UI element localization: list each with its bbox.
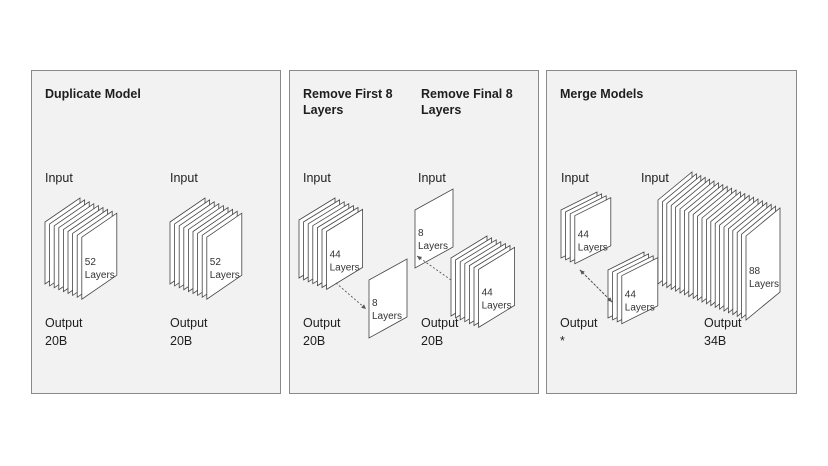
layer-sheet — [745, 207, 781, 321]
layer-count-value: 52 — [210, 257, 222, 268]
layer-sheet — [478, 246, 515, 329]
dashed-arrow-line — [335, 282, 367, 310]
input-label: Input — [170, 171, 198, 185]
model-size: * — [560, 334, 565, 348]
layer-count-value: 44 — [578, 229, 590, 240]
layer-count-value: 8 — [372, 298, 378, 309]
layer-sheet — [326, 208, 364, 291]
panel-title-remove-final-line2: Layers — [421, 103, 462, 117]
output-label: Output — [560, 316, 598, 330]
panel-title-remove-first: Remove First 8 — [303, 87, 393, 101]
model-size: 20B — [45, 334, 68, 348]
layer-sheet — [414, 188, 454, 269]
layer-count-value: 52 — [85, 257, 97, 268]
layer-count-unit: Layers — [418, 241, 448, 252]
model-size: 20B — [303, 334, 326, 348]
output-label: Output — [303, 316, 341, 330]
panel-title-merge-models: Merge Models — [560, 87, 644, 101]
layer-sheet — [81, 212, 118, 300]
model-size: 20B — [170, 334, 193, 348]
arrow-head — [361, 304, 366, 309]
layer-count-value: 8 — [418, 228, 424, 239]
output-label: Output — [704, 316, 742, 330]
panel-title-duplicate-model: Duplicate Model — [45, 87, 141, 101]
dashed-arrow-line — [579, 269, 613, 303]
arrow-head — [580, 270, 585, 275]
layer-sheet — [621, 257, 659, 325]
layer-count-unit: Layers — [749, 279, 779, 290]
input-label: Input — [641, 171, 669, 185]
dashed-arrow-line — [416, 255, 452, 281]
panel-title-remove-first-line2: Layers — [303, 103, 344, 117]
layer-count-value: 44 — [482, 288, 494, 299]
layer-count-value: 44 — [330, 250, 342, 261]
output-label: Output — [421, 316, 459, 330]
input-label: Input — [303, 171, 331, 185]
layer-sheet — [206, 212, 243, 300]
output-label: Output — [170, 316, 208, 330]
layer-count-unit: Layers — [482, 301, 512, 312]
panel-title-remove-final: Remove Final 8 — [421, 87, 513, 101]
input-label: Input — [561, 171, 589, 185]
layer-count-unit: Layers — [85, 270, 115, 281]
layer-count-value: 44 — [625, 289, 637, 300]
input-label: Input — [418, 171, 446, 185]
layer-sheet — [368, 258, 408, 339]
dashed-arrow-line — [579, 269, 613, 303]
input-label: Input — [45, 171, 73, 185]
layer-count-unit: Layers — [330, 263, 360, 274]
output-label: Output — [45, 316, 83, 330]
layer-sheet — [574, 197, 612, 265]
layer-count-unit: Layers — [210, 270, 240, 281]
model-size: 34B — [704, 334, 727, 348]
layer-count-unit: Layers — [578, 242, 608, 253]
model-size: 20B — [421, 334, 444, 348]
layer-count-unit: Layers — [625, 302, 655, 313]
layer-count-unit: Layers — [372, 311, 402, 322]
layer-count-value: 88 — [749, 266, 761, 277]
arrow-head — [417, 256, 422, 261]
